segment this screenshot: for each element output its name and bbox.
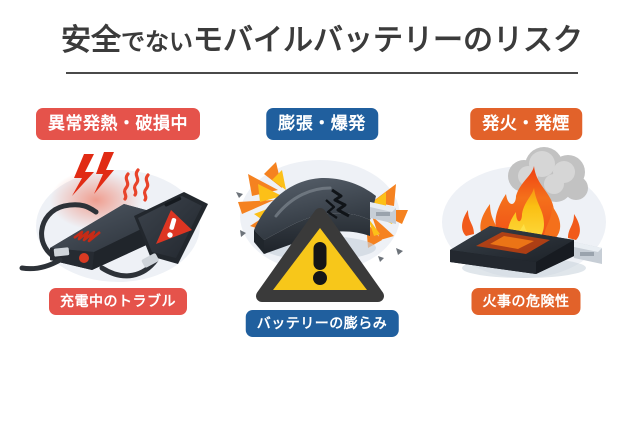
page-title: 安全でないモバイルバッテリーのリスク: [0, 26, 644, 56]
page-title-text: 安全でないモバイルバッテリーのリスク: [61, 26, 583, 56]
page-title-part-small: でない: [121, 29, 193, 56]
panel-1-top-badge: 異常発熱・破損中: [36, 108, 200, 140]
swollen-exploding-battery-warning-icon: [220, 144, 424, 302]
risk-panel-fire: 発火・発煙: [420, 100, 632, 350]
page-title-part-2: モバイルバッテリーのリスク: [193, 24, 583, 57]
risk-panels: 異常発熱・破損中: [0, 100, 644, 350]
title-underline: [66, 72, 578, 74]
panel-3-bottom-badge: 火事の危険性: [471, 288, 581, 315]
panel-2-bottom-badge: バッテリーの膨らみ: [245, 310, 399, 337]
risk-panel-swelling: 膨張・爆発: [216, 100, 428, 350]
risk-panel-overheating: 異常発熱・破損中: [12, 100, 224, 350]
burning-smoking-device-icon: [424, 144, 628, 294]
overheating-powerbank-and-phone-icon: [16, 144, 220, 294]
panel-2-top-badge: 膨張・爆発: [266, 108, 378, 140]
page-title-part-1: 安全: [61, 24, 121, 57]
panel-1-bottom-badge: 充電中のトラブル: [49, 288, 187, 315]
panel-3-top-badge: 発火・発煙: [470, 108, 582, 140]
